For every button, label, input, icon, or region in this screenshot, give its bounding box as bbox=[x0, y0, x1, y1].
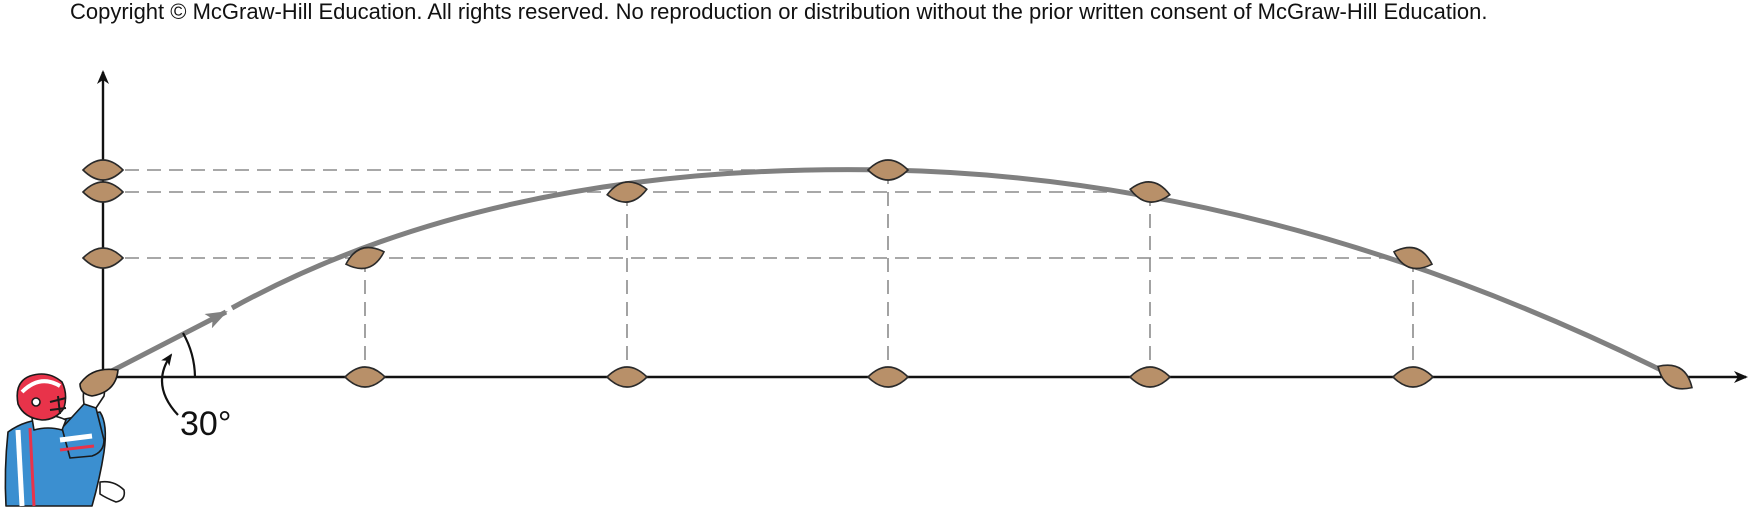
jersey-stripe bbox=[15, 429, 25, 507]
football-icon bbox=[79, 368, 119, 397]
football-icon bbox=[81, 181, 125, 203]
football-icon bbox=[81, 159, 125, 181]
football-icon bbox=[81, 247, 125, 269]
initial-velocity-arrow bbox=[98, 309, 228, 380]
angle-arc bbox=[182, 332, 197, 378]
footballs bbox=[81, 159, 1693, 390]
football-icon bbox=[1129, 181, 1171, 203]
quarterback-throwing-icon bbox=[4, 368, 126, 507]
facemask bbox=[49, 395, 67, 415]
football-icon bbox=[1657, 364, 1693, 390]
helmet-stripe bbox=[20, 379, 62, 394]
copyright-notice: Copyright © McGraw-Hill Education. All r… bbox=[70, 0, 1488, 24]
football-icon bbox=[605, 366, 649, 388]
football-icon bbox=[606, 181, 648, 203]
football-icon bbox=[344, 246, 386, 270]
football-icon bbox=[1391, 366, 1435, 388]
football-icon bbox=[343, 366, 387, 388]
jersey-stripe bbox=[59, 444, 95, 452]
football-icon bbox=[866, 159, 910, 181]
horizontal-guides bbox=[103, 169, 1413, 259]
vertical-guides bbox=[364, 170, 1414, 377]
free-hand bbox=[99, 480, 126, 503]
angle-pointer-arrow bbox=[160, 353, 179, 416]
jersey-stripe bbox=[59, 433, 93, 443]
football-icon bbox=[866, 366, 910, 388]
football-icon bbox=[1392, 246, 1434, 270]
football-icon bbox=[1128, 366, 1172, 388]
trajectory-curve bbox=[230, 167, 1677, 380]
jersey-stripe bbox=[28, 427, 36, 507]
angle-label: 30° bbox=[180, 405, 231, 443]
helmet-ear-hole bbox=[31, 397, 41, 407]
